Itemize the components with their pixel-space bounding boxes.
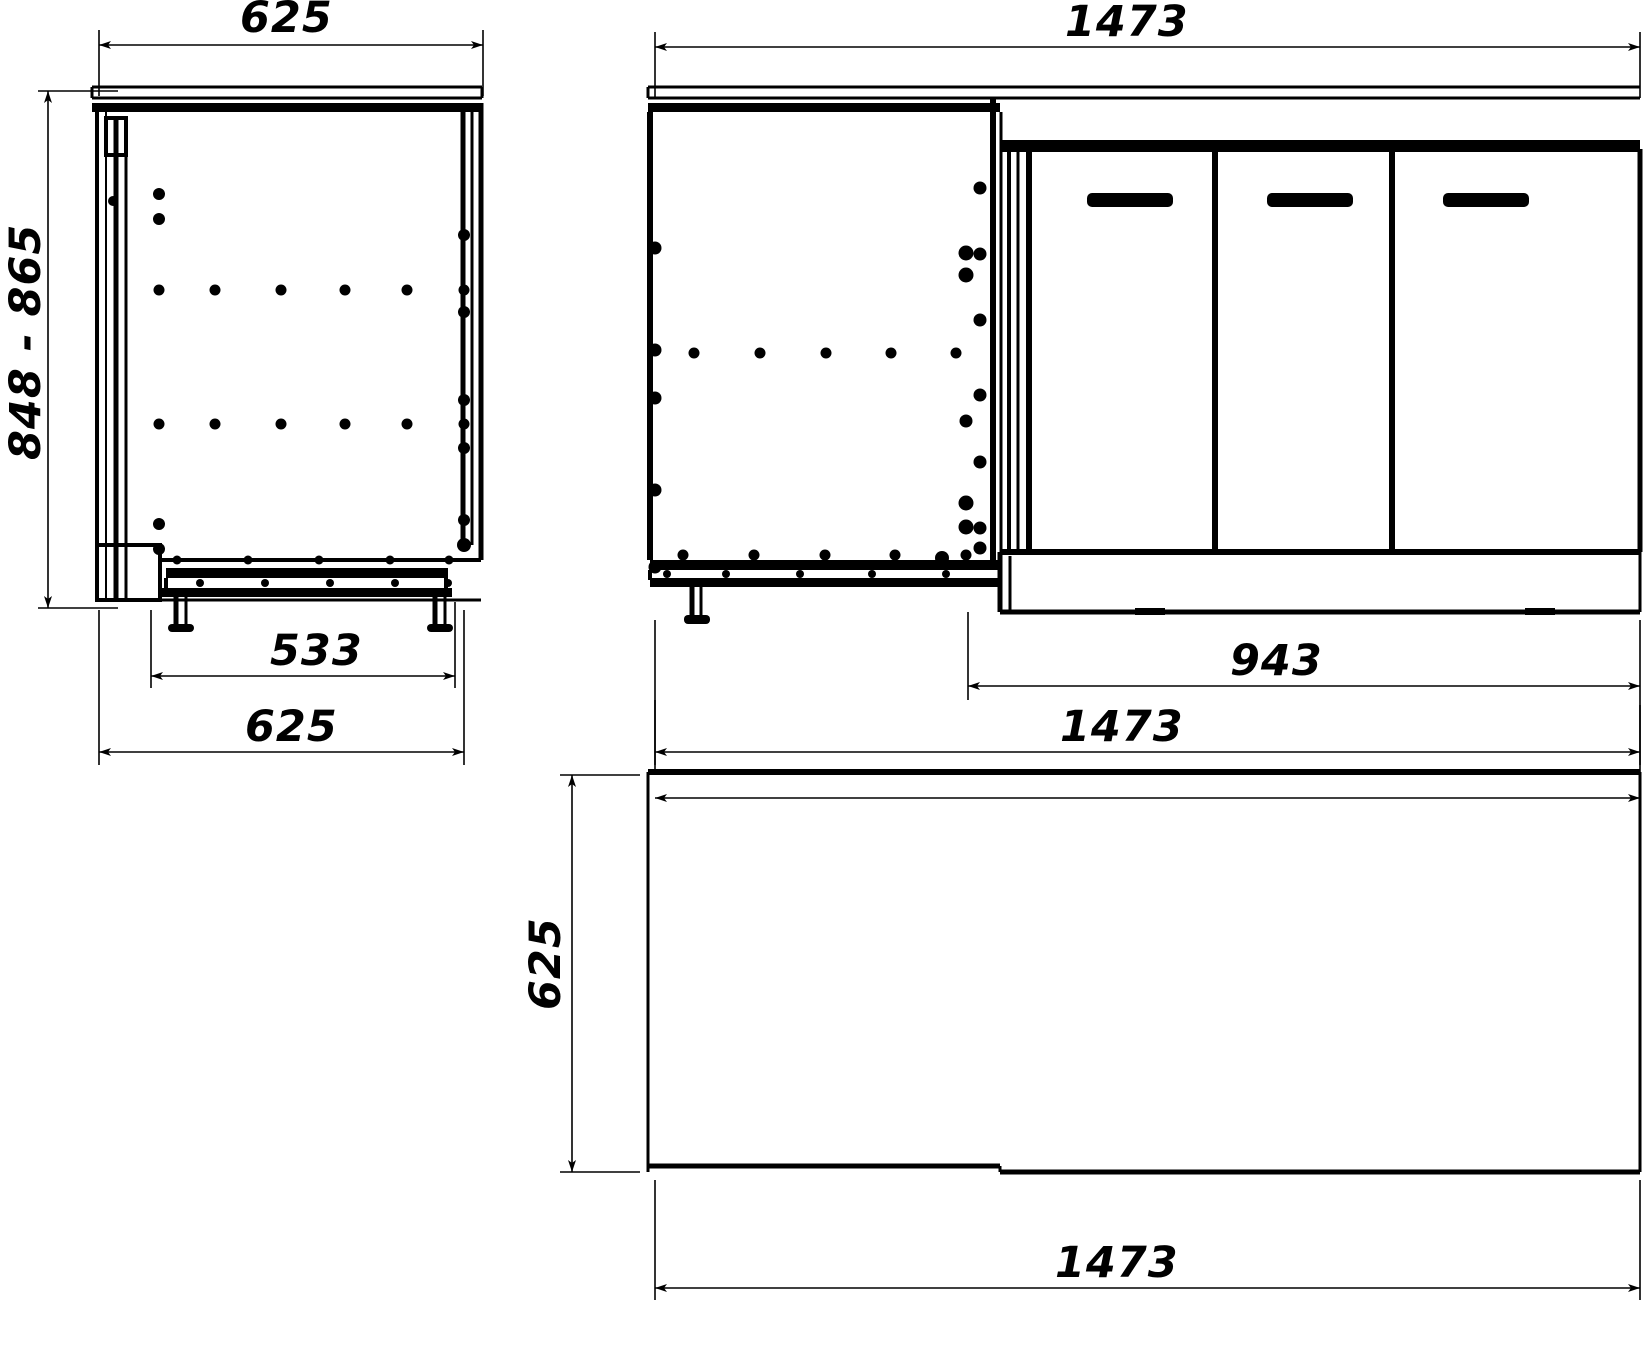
dim-label-side-width-bottom: 625: [245, 702, 338, 752]
dim-label-side-inner-width: 533: [270, 626, 363, 676]
dim-label-front-width-bottom: 1473: [1060, 702, 1184, 752]
dimension-plan-depth: [560, 774, 640, 1173]
dim-label-plan-depth: 625: [521, 917, 571, 1010]
front-elevation-view: [646, 32, 1643, 765]
plan-view: [560, 700, 1642, 1300]
dim-label-side-height: 848 - 865: [1, 224, 51, 460]
door-handle-left[interactable]: [1087, 193, 1173, 207]
dimension-side-height: [38, 90, 118, 609]
dim-label-plan-width-bottom: 1473: [1055, 1238, 1179, 1288]
dimension-plan-width-top: [654, 700, 1641, 802]
side-elevation-view: [38, 30, 484, 765]
dimension-side-width-top: [98, 30, 484, 96]
dim-label-front-width-top: 1473: [1065, 0, 1189, 47]
door-handle-middle[interactable]: [1267, 193, 1353, 207]
dim-label-front-partial-width: 943: [1230, 636, 1323, 686]
front-plinth: [997, 552, 1642, 615]
dimension-side-width-bottom: [98, 610, 465, 765]
front-hole-pattern: [648, 181, 987, 578]
door-bank: [1000, 146, 1643, 555]
dimension-front-partial-width: [967, 612, 1641, 700]
dimension-plan-width-bottom: [654, 1180, 1641, 1300]
side-hole-pattern: [153, 188, 471, 555]
door-handle-right[interactable]: [1443, 193, 1529, 207]
dim-label-side-width-top: 625: [240, 0, 333, 43]
pull-out-shelf-side: [160, 555, 454, 632]
dimension-side-inner-width: [150, 602, 456, 688]
